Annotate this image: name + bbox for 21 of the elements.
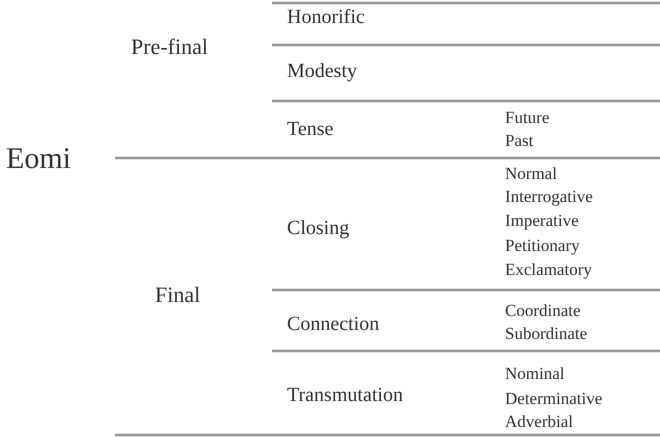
item-label: Adverbial <box>505 412 573 430</box>
item-label: Past <box>505 132 534 149</box>
item-label: Normal <box>505 164 557 182</box>
item-label: Nominal <box>505 364 564 382</box>
item-label: Imperative <box>505 212 579 229</box>
group-label: Final <box>155 284 200 306</box>
category-label: Closing <box>287 218 350 238</box>
item-label: Interrogative <box>505 188 593 205</box>
category-label: Transmutation <box>287 385 403 405</box>
root-label: Eomi <box>6 144 71 174</box>
item-label: Petitionary <box>505 236 580 254</box>
group-label: Pre-final <box>131 36 208 58</box>
item-label: Future <box>505 108 550 126</box>
item-label: Coordinate <box>505 302 581 319</box>
item-label: Subordinate <box>505 324 588 342</box>
category-label: Honorific <box>287 7 365 27</box>
category-label: Modesty <box>287 61 357 81</box>
category-label: Tense <box>287 119 334 139</box>
item-label: Exclamatory <box>505 260 592 278</box>
item-label: Determinative <box>505 390 602 407</box>
category-label: Connection <box>287 314 380 334</box>
